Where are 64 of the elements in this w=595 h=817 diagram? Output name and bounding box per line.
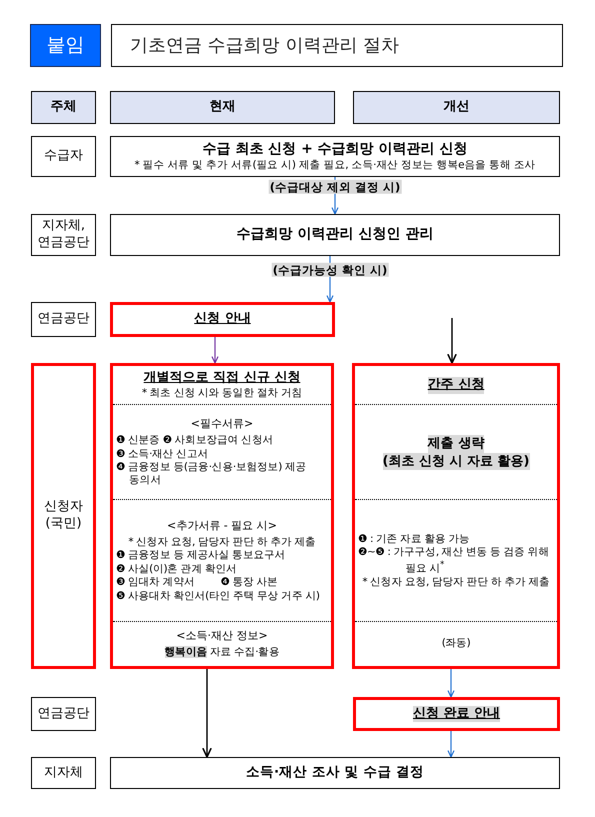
- column-header: [31, 91, 96, 124]
- note-text: (좌동): [442, 637, 470, 651]
- box-label: 붙임: [46, 33, 84, 58]
- list-item: ❸ 소득·재산 신고서: [116, 448, 208, 462]
- box-label: 수급자: [44, 148, 83, 165]
- arrow: [448, 669, 454, 698]
- column-header: [110, 91, 335, 124]
- role-label-box: [31, 302, 96, 337]
- box-label: 연금공단: [38, 311, 90, 328]
- box-label: 지자체, 연금공단: [36, 218, 90, 252]
- edge-label: (수급가능성 확인 시): [272, 262, 388, 278]
- box-label: 개선: [444, 99, 470, 116]
- list-item: ❷ 사실(이)혼 관계 확인서: [116, 562, 237, 576]
- role-label-box: [31, 136, 96, 177]
- highlighted-text: 제출 생략: [428, 434, 484, 452]
- arrow: [448, 731, 454, 758]
- box-title: 소득·재산 조사 및 수급 결정: [246, 764, 424, 782]
- arrow: [447, 318, 457, 364]
- role-label-box: [31, 363, 96, 669]
- emphasis-process-box: [353, 697, 560, 731]
- process-box: [110, 757, 560, 789]
- attachment-tag: [30, 24, 101, 67]
- role-label-box: [31, 697, 96, 731]
- arrow: [212, 337, 218, 364]
- list-item: ❷~❺ : 가구구성, 재산 변동 등 검증 위해 필요 시$^{*}$: [358, 546, 550, 576]
- box-label: 주체: [50, 99, 76, 116]
- note-text: * 신청자 요청, 담당자 판단 하 추가 제출: [362, 576, 550, 590]
- emphasis-process-box: [110, 302, 335, 337]
- role-label-box: [31, 214, 96, 256]
- title-box: [111, 24, 563, 67]
- list-item: ❹ 금융정보 등(금융·신용·보험정보) 제공 동의서: [116, 461, 308, 488]
- process-box: [110, 136, 560, 177]
- column-header: [353, 91, 560, 124]
- highlighted-text: (최초 신청 시 자료 활용): [382, 452, 530, 470]
- box-label: 연금공단: [38, 706, 90, 722]
- section-heading: <필수서류>: [190, 417, 254, 432]
- list-item: ❺ 사용대차 확인서(타인 주택 무상 거주 시): [116, 590, 320, 604]
- box-title: 수급희망 이력관리 신청인 관리: [236, 226, 434, 244]
- role-label-box: [31, 757, 96, 789]
- note-text: * 신청자 요청, 담당자 판단 하 추가 제출: [128, 536, 316, 550]
- note-text: 행복이음 자료 수집·활용: [164, 646, 280, 660]
- list-item: ❶ 신분증 ❷ 사회보장급여 신청서: [116, 434, 273, 448]
- section-heading: <소득·재산 정보>: [176, 628, 268, 643]
- list-item: ❸ 임대차 계약서: [116, 576, 194, 590]
- highlighted-title: 간주 신청: [428, 377, 484, 394]
- highlighted-title: 신청 완료 안내: [412, 706, 500, 722]
- procedure-panel: [352, 363, 560, 669]
- box-title: 신청 안내: [194, 311, 251, 328]
- list-item: ❹ 통장 사본: [220, 576, 278, 590]
- title-text: 기초연금 수급희망 이력관리 절차: [130, 34, 400, 58]
- box-label: 신청자 (국민): [43, 499, 84, 533]
- note-text: * 최초 신청 시와 동일한 절차 거침: [142, 387, 302, 401]
- note-text: * 필수 서류 및 추가 서류(필요 시) 제출 필요, 소득·재산 정보는 행복e음을 통해 조사: [134, 158, 536, 172]
- section-heading: <추가서류 - 필요 시>: [167, 518, 277, 533]
- edge-label: (수급대상 제외 결정 시): [268, 180, 402, 194]
- box-label: 현재: [210, 99, 236, 116]
- box-label: 지자체: [44, 764, 83, 782]
- box-title: 개별적으로 직접 신규 신청: [144, 370, 300, 388]
- arrow: [202, 669, 212, 758]
- list-item: ❶ 금융정보 등 제공사실 통보요구서: [116, 549, 286, 563]
- process-box: [110, 214, 560, 256]
- list-item: ❶ : 기존 자료 활용 가능: [358, 532, 470, 546]
- box-title: 수급 최초 신청 + 수급희망 이력관리 신청: [202, 140, 468, 159]
- procedure-panel: [110, 363, 334, 669]
